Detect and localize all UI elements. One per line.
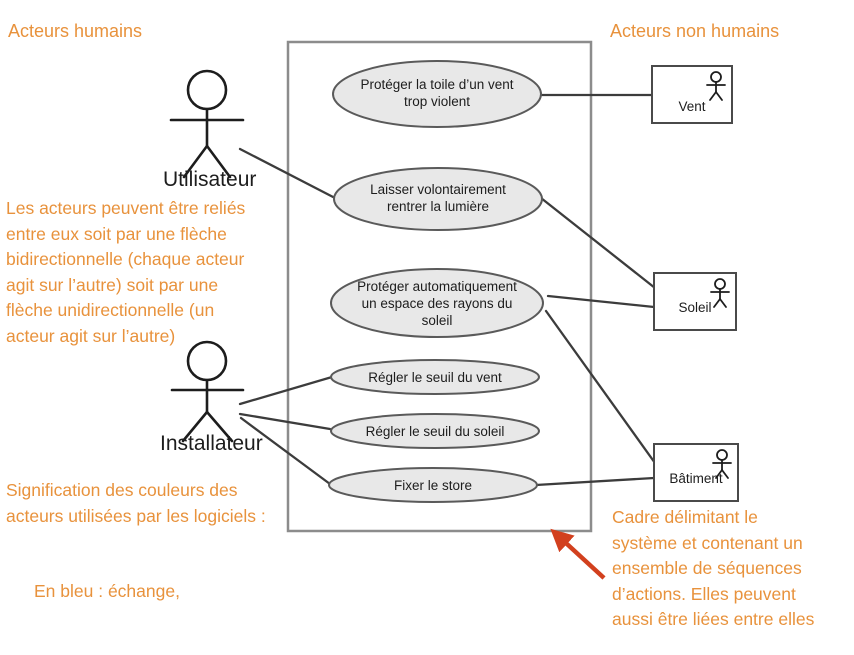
red-pointer-arrow — [550, 528, 606, 580]
use-case-label-line3: soleil — [422, 313, 453, 328]
use-case-label-line2: rentrer la lumière — [387, 199, 489, 214]
heading-non-human-actors: Acteurs non humains — [610, 21, 780, 41]
legend-item-blue: En bleu : échange, — [34, 581, 180, 601]
actor-leg-right — [205, 410, 234, 443]
use-case-ellipse — [330, 268, 544, 338]
actor-leg-left — [182, 144, 209, 179]
actor-leg-right — [205, 144, 232, 179]
use-case-label-line1: Laisser volontairement — [370, 182, 506, 197]
use-case-uc6[interactable]: Fixer le store — [328, 467, 538, 503]
line-uc3-batiment — [544, 309, 662, 472]
use-case-label-line1: Régler le seuil du vent — [368, 370, 502, 385]
line-uc2-soleil — [539, 196, 657, 290]
use-case-label-line1: Protéger la toile d’un vent — [360, 77, 513, 92]
use-case-label-line1: Régler le seuil du soleil — [366, 424, 505, 439]
use-case-label-line1: Fixer le store — [394, 478, 472, 493]
system-boundary-box — [286, 40, 593, 533]
use-case-uc2[interactable]: Laisser volontairement rentrer la lumièr… — [333, 167, 543, 231]
annotation-colors-legend-title: Signification des couleurs des acteurs u… — [6, 480, 266, 526]
use-case-label-line2: trop violent — [404, 94, 470, 109]
association-lines — [238, 93, 662, 487]
actor-box-soleil[interactable]: Soleil — [653, 272, 737, 331]
use-case-label-line1: Protéger automatiquement — [357, 279, 517, 294]
use-case-ellipse — [330, 413, 540, 449]
annotation-system-boundary: Cadre délimitant le système et contenant… — [612, 507, 815, 629]
actor-box-vent[interactable]: Vent — [651, 65, 733, 124]
actor-box-label: Soleil — [678, 300, 711, 315]
use-case-uc1[interactable]: Protéger la toile d’un vent trop violent — [332, 60, 542, 128]
actor-box — [653, 272, 737, 331]
actor-stick-figure-icon — [712, 449, 732, 479]
use-case-uc5[interactable]: Régler le seuil du soleil — [330, 413, 540, 449]
line-installateur-uc6 — [239, 416, 332, 486]
use-case-ellipse — [328, 467, 538, 503]
line-uc3-soleil — [546, 294, 656, 309]
annotation-actor-relations: Les acteurs peuvent être reliés entre eu… — [6, 198, 246, 346]
use-case-ellipse — [330, 359, 540, 395]
use-case-ellipse — [332, 60, 542, 128]
stick-figure-icon-installateur — [170, 340, 245, 443]
use-case-uc4[interactable]: Régler le seuil du vent — [330, 359, 540, 395]
use-case-ellipse — [333, 167, 543, 231]
line-installateur-uc5 — [238, 412, 332, 431]
actor-head — [186, 69, 228, 111]
actor-stick-figure-icon — [706, 71, 726, 101]
actor-box-label: Vent — [678, 99, 705, 114]
use-case-uc3[interactable]: Protéger automatiquement un espace des r… — [330, 268, 544, 338]
actor-leg-left — [181, 410, 209, 443]
stick-figure-icon-utilisateur — [169, 69, 245, 179]
actor-box-label: Bâtiment — [669, 471, 723, 486]
line-utilisateur-uc2 — [238, 147, 337, 200]
actor-head — [186, 340, 228, 382]
heading-human-actors: Acteurs humains — [8, 21, 143, 41]
actor-stick-figure-icon — [710, 278, 730, 308]
use-case-label-line2: un espace des rayons du — [362, 296, 513, 311]
line-installateur-uc4 — [238, 375, 334, 406]
actor-box-batiment[interactable]: Bâtiment — [653, 443, 739, 502]
line-uc6-batiment — [534, 476, 656, 487]
arrow-shaft — [550, 528, 606, 580]
